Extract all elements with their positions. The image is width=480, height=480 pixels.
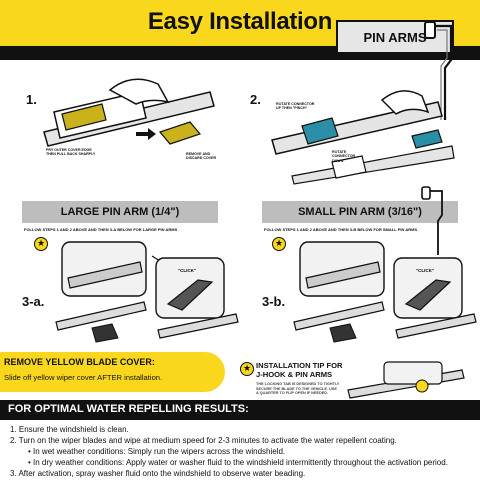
list-item: • In dry weather conditions: Apply water… [28, 458, 448, 467]
small-follow-text: FOLLOW STEPS 1 AND 2 ABOVE AND THEN 3-B … [264, 227, 418, 232]
remove-cover-title: REMOVE YELLOW BLADE COVER: [4, 357, 155, 367]
step-3b-number: 3-b. [262, 294, 286, 309]
step-2-caption-top: ROTATE CONNECTOR UP THEN "PINCH" [276, 102, 315, 111]
list-item: 2. Turn on the wiper blades and wipe at … [10, 436, 397, 445]
results-band: FOR OPTIMAL WATER REPELLING RESULTS: [0, 400, 480, 420]
install-tip-title-line2: J-HOOK & PIN ARMS [256, 369, 333, 379]
small-pin-arm-band: SMALL PIN ARM (3/16") [262, 201, 458, 223]
large-pin-arm-band: LARGE PIN ARM (1/4") [22, 201, 218, 223]
step-1-caption-left: PRY OUTER COVER EDGE THEN PULL BACK SHAR… [46, 148, 96, 157]
install-tip-title: INSTALLATION TIP FOR J-HOOK & PIN ARMS [256, 361, 343, 379]
list-item: 3. After activation, spray washer fluid … [10, 469, 306, 478]
step-3b-illustration: "CLICK" [293, 241, 477, 343]
star-icon: ★ [272, 237, 286, 251]
small-click-label: "CLICK" [416, 268, 434, 273]
star-icon: ★ [240, 362, 254, 376]
step-2-number: 2. [250, 92, 261, 107]
install-tip-title-line1: INSTALLATION TIP FOR [256, 361, 343, 370]
star-icon: ★ [34, 237, 48, 251]
step-2-caption-bottom: ROTATE CONNECTOR DOWN [332, 150, 356, 163]
step-3a-illustration: "CLICK" [55, 241, 239, 343]
step-1-caption-right: REMOVE AND DISCARD COVER [186, 152, 217, 161]
list-item: 1. Ensure the windshield is clean. [10, 425, 129, 434]
page-title: Easy Installation [147, 8, 333, 35]
install-tip-illustration [347, 361, 465, 399]
remove-cover-text: Slide off yellow wiper cover AFTER insta… [4, 373, 163, 382]
small-pin-arm-illustration [421, 186, 443, 255]
install-tip-text: THE LOCKING TAB IS DESIGNED TO TIGHTLY S… [256, 382, 340, 396]
step-1-illustration [43, 78, 215, 147]
large-follow-text: FOLLOW STEPS 1 AND 2 ABOVE AND THEN 3-A … [24, 227, 178, 232]
large-click-label: "CLICK" [178, 268, 196, 273]
step-1-number: 1. [26, 92, 37, 107]
results-list: 1. Ensure the windshield is clean. 2. Tu… [10, 424, 476, 479]
step-3a-number: 3-a. [22, 294, 45, 309]
results-title: FOR OPTIMAL WATER REPELLING RESULTS: [8, 403, 249, 415]
pin-arm-illustration [424, 21, 453, 120]
step-2-illustration [271, 90, 455, 185]
coin-icon [415, 379, 429, 393]
list-item: • In wet weather conditions: Simply run … [28, 447, 286, 456]
remove-cover-box: REMOVE YELLOW BLADE COVER: Slide off yel… [0, 352, 225, 392]
